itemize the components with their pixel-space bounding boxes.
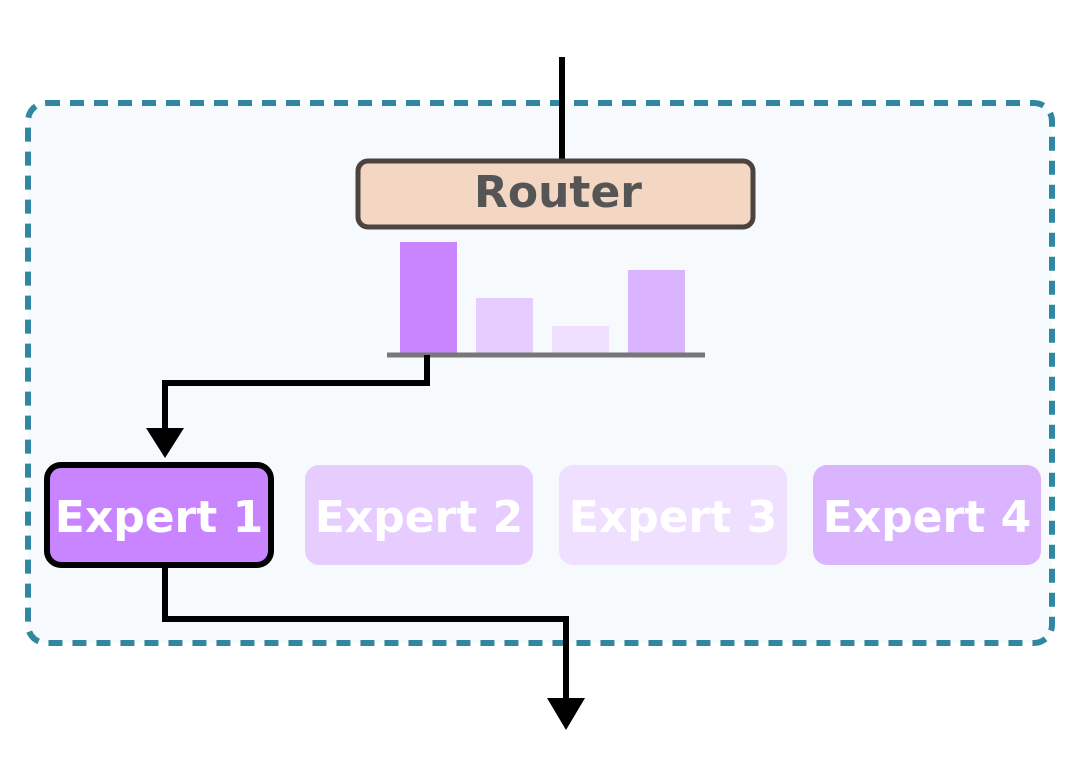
score-bar-1	[400, 242, 457, 354]
output-arrow	[162, 562, 569, 700]
score-bar-4	[628, 270, 685, 354]
score-bar-3	[552, 326, 609, 354]
expert-2-label: Expert 2	[315, 492, 523, 543]
routing-arrow	[162, 355, 430, 430]
expert-3-box: Expert 3	[559, 465, 787, 565]
moe-layer-block	[25, 100, 1055, 646]
router-box: Router	[355, 158, 756, 230]
expert-1-box: Expert 1	[44, 462, 274, 568]
expert-1-label: Expert 1	[55, 492, 263, 543]
experts-row: Expert 1 Expert 2 Expert 3 Expert 4	[44, 462, 1041, 568]
expert-3-rect	[559, 465, 787, 565]
score-bar-2	[476, 298, 533, 354]
expert-3-label: Expert 3	[569, 492, 777, 543]
routing-arrowhead	[146, 428, 184, 458]
router-score-chart	[400, 242, 685, 354]
router-label: Router	[474, 167, 642, 218]
expert-4-label: Expert 4	[823, 492, 1031, 543]
expert-4-rect	[813, 465, 1041, 565]
output-arrowhead	[547, 698, 585, 730]
expert-2-rect	[305, 465, 533, 565]
expert-2-box: Expert 2	[305, 465, 533, 565]
expert-4-box: Expert 4	[813, 465, 1041, 565]
expert-1-rect	[44, 462, 274, 568]
